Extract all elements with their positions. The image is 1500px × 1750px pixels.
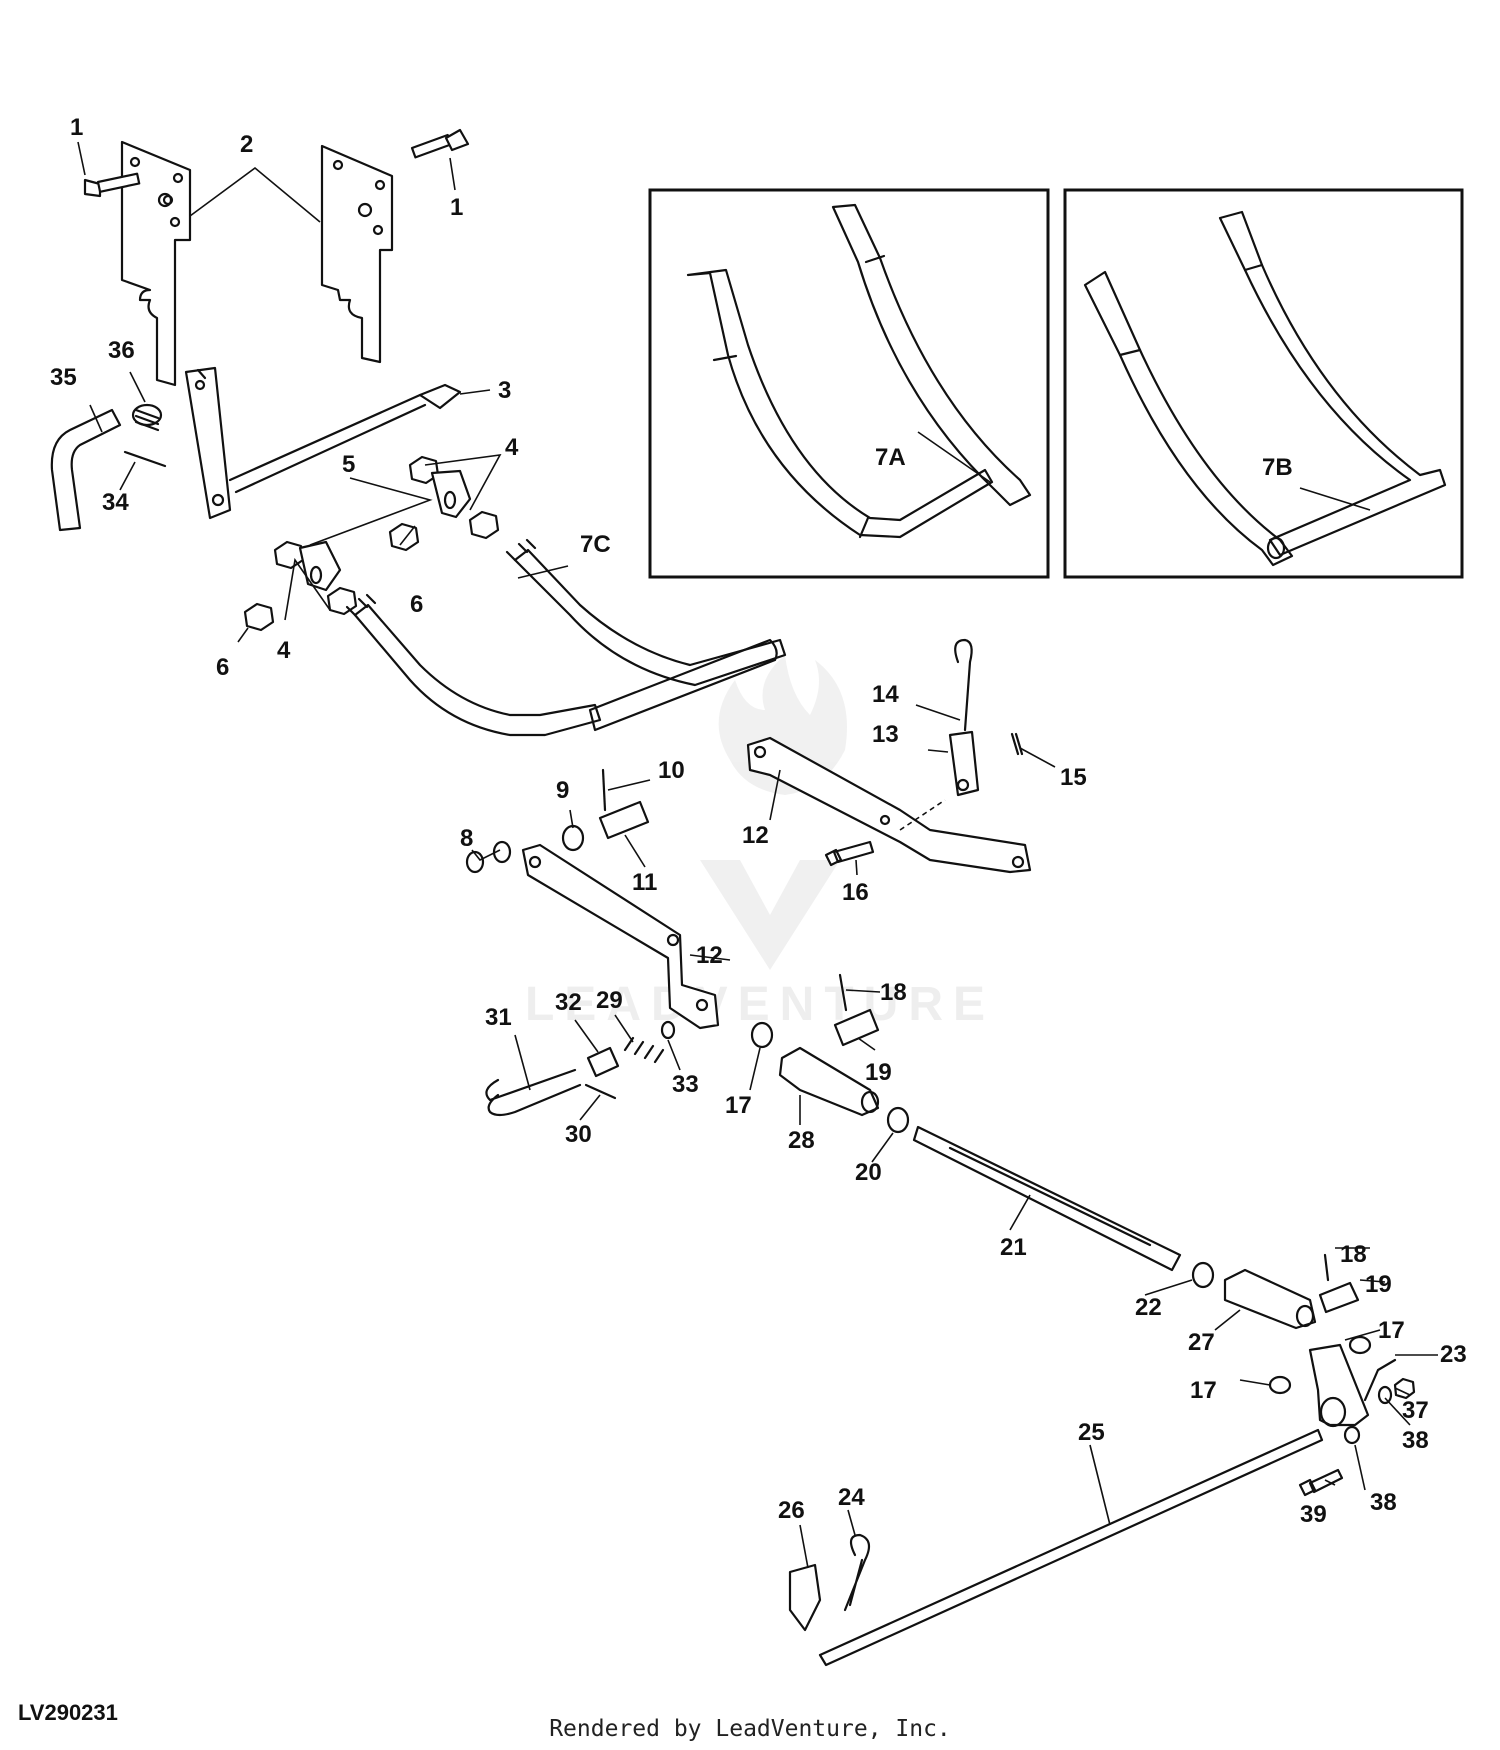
callout: 7A bbox=[875, 444, 906, 471]
handle-7c bbox=[345, 538, 787, 737]
pin-11 bbox=[598, 800, 650, 840]
pin-15 bbox=[1010, 732, 1024, 756]
link-12-lower bbox=[521, 843, 720, 1030]
bolt-1-right bbox=[410, 128, 470, 159]
callout: 20 bbox=[855, 1159, 882, 1186]
pin-18b bbox=[1323, 1253, 1330, 1282]
callout: 12 bbox=[742, 822, 769, 849]
hardware-4-5-6 bbox=[243, 455, 500, 632]
spring-29 bbox=[623, 1036, 665, 1064]
callout: 29 bbox=[596, 987, 623, 1014]
callout: 6 bbox=[216, 654, 229, 681]
callout: 11 bbox=[632, 869, 657, 896]
pin-10 bbox=[601, 768, 607, 812]
callout: 37 bbox=[1402, 1397, 1429, 1424]
callout: 12 bbox=[696, 942, 723, 969]
callout: 22 bbox=[1135, 1294, 1162, 1321]
bracket-left bbox=[120, 140, 192, 387]
drawing-id: LV290231 bbox=[18, 1700, 118, 1725]
callout: 4 bbox=[505, 434, 519, 461]
handle-31 bbox=[485, 1068, 582, 1117]
callout: 25 bbox=[1078, 1419, 1105, 1446]
leader-lines bbox=[77, 141, 1438, 1569]
callout: 6 bbox=[410, 591, 423, 618]
washer-17a bbox=[750, 1021, 774, 1049]
inset-7a-frame bbox=[648, 188, 1050, 579]
pin-30 bbox=[584, 1083, 617, 1100]
render-credit: Rendered by LeadVenture, Inc. bbox=[549, 1716, 951, 1742]
rod-21 bbox=[912, 1125, 1182, 1272]
callout: 7C bbox=[580, 531, 611, 558]
callout: 10 bbox=[658, 757, 685, 784]
lift-rod-3 bbox=[184, 366, 462, 520]
callout: 39 bbox=[1300, 1501, 1327, 1528]
callouts: 1 1 2 3 4 4 5 6 6 7A 7B 7C 8 9 10 11 12 … bbox=[50, 114, 1467, 1528]
inset-7b-frame bbox=[1063, 188, 1464, 579]
callout: 24 bbox=[838, 1484, 865, 1511]
callout: 17 bbox=[725, 1092, 752, 1119]
pin-19b bbox=[1318, 1281, 1360, 1314]
callout: 38 bbox=[1402, 1427, 1429, 1454]
callout: 4 bbox=[277, 637, 291, 664]
bolt-39 bbox=[1298, 1468, 1344, 1497]
bushing-20 bbox=[886, 1106, 910, 1134]
callout: 1 bbox=[70, 114, 83, 141]
callout: 13 bbox=[872, 721, 899, 748]
link-12-upper bbox=[746, 736, 1032, 874]
callout: 9 bbox=[556, 777, 569, 804]
callout: 16 bbox=[842, 879, 869, 906]
callout: 26 bbox=[778, 1497, 805, 1524]
callout: 8 bbox=[460, 825, 473, 852]
yoke-27 bbox=[1223, 1268, 1317, 1330]
callout: 17 bbox=[1378, 1317, 1405, 1344]
callout: 2 bbox=[240, 131, 253, 158]
handle-7a bbox=[686, 203, 1032, 539]
callout: 28 bbox=[788, 1127, 815, 1154]
spring-23 bbox=[1363, 1358, 1397, 1402]
rod-25 bbox=[818, 1428, 1324, 1667]
callout: 27 bbox=[1188, 1329, 1215, 1356]
callout: 19 bbox=[865, 1059, 892, 1086]
handle-7b bbox=[1083, 210, 1447, 567]
callout: 18 bbox=[1340, 1241, 1367, 1268]
lock-26 bbox=[788, 1563, 822, 1632]
callout: 14 bbox=[872, 681, 899, 708]
callout: 23 bbox=[1440, 1341, 1467, 1368]
callout: 18 bbox=[880, 979, 907, 1006]
callout: 31 bbox=[485, 1004, 512, 1031]
callout: 15 bbox=[1060, 764, 1087, 791]
callout: 34 bbox=[102, 489, 129, 516]
clevis-13 bbox=[948, 730, 980, 797]
bolt-16 bbox=[824, 840, 875, 867]
washer-33 bbox=[660, 1020, 676, 1040]
nut-37 bbox=[1393, 1377, 1416, 1400]
callout: 33 bbox=[672, 1071, 699, 1098]
pin-18a bbox=[838, 973, 848, 1012]
callout: 36 bbox=[108, 337, 135, 364]
bushing-32 bbox=[586, 1046, 620, 1078]
washer-9 bbox=[561, 824, 585, 852]
handle-35 bbox=[50, 408, 122, 532]
callout: 38 bbox=[1370, 1489, 1397, 1516]
callout: 19 bbox=[1365, 1271, 1392, 1298]
callout: 32 bbox=[555, 989, 582, 1016]
bellcrank bbox=[1308, 1343, 1370, 1427]
callout: 3 bbox=[498, 377, 511, 404]
callout: 7B bbox=[1262, 454, 1293, 481]
callout: 1 bbox=[450, 194, 463, 221]
pin-19a bbox=[833, 1008, 880, 1047]
bolt-1-left bbox=[83, 172, 141, 198]
bracket-right bbox=[320, 144, 394, 364]
rod-14 bbox=[954, 638, 973, 732]
bushing-22 bbox=[1191, 1261, 1215, 1289]
callout: 35 bbox=[50, 364, 77, 391]
callout: 5 bbox=[342, 451, 355, 478]
callout: 21 bbox=[1000, 1234, 1027, 1261]
callout: 30 bbox=[565, 1121, 592, 1148]
clip-24 bbox=[843, 1533, 871, 1612]
pin-34 bbox=[123, 450, 167, 468]
watermark-text: LEADVENTURE bbox=[525, 978, 995, 1031]
callout: 17 bbox=[1190, 1377, 1217, 1404]
